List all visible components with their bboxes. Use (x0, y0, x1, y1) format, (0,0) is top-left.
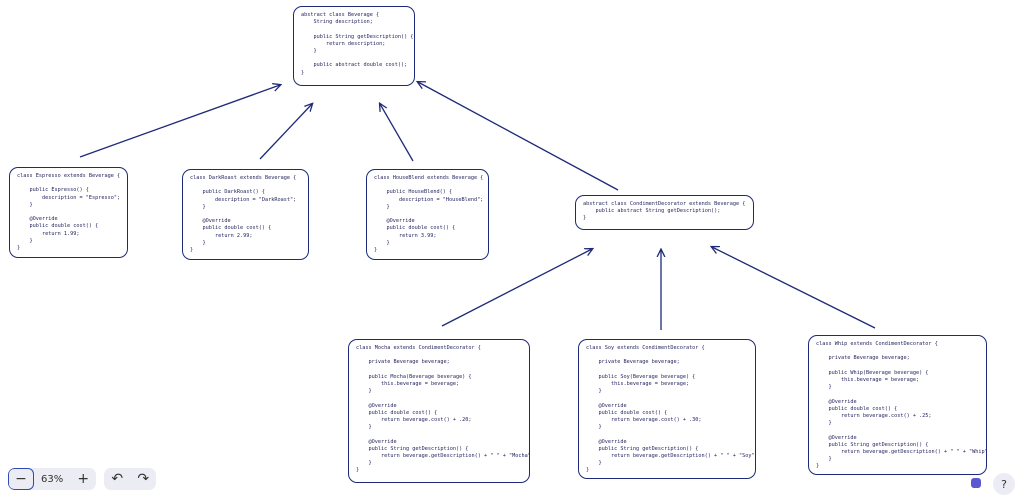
class-box-mocha[interactable]: class Mocha extends CondimentDecorator {… (348, 339, 530, 483)
undo-icon: ↶ (111, 471, 124, 487)
arrow-mocha-to-condiment[interactable] (441, 249, 592, 327)
class-box-espresso[interactable]: class Espresso extends Beverage { public… (9, 167, 128, 258)
class-box-condiment-decorator[interactable]: abstract class CondimentDecorator extend… (575, 195, 754, 230)
class-box-whip[interactable]: class Whip extends CondimentDecorator { … (808, 335, 987, 475)
class-box-houseblend[interactable]: class HouseBlend extends Beverage { publ… (366, 169, 489, 260)
help-icon: ? (1001, 477, 1007, 491)
collaborator-badge[interactable] (971, 478, 981, 488)
class-box-soy[interactable]: class Soy extends CondimentDecorator { p… (578, 339, 756, 479)
arrow-whip-to-condiment[interactable] (712, 247, 876, 329)
inheritance-arrows (79, 0, 876, 330)
redo-button[interactable]: ↷ (130, 468, 156, 490)
class-box-beverage[interactable]: abstract class Beverage { String descrip… (293, 6, 415, 86)
bottom-toolbar: − 63% + ↶ ↷ (8, 468, 157, 490)
arrow-condiment-to-beverage[interactable] (418, 82, 619, 191)
minus-icon: − (15, 471, 27, 487)
plus-icon: + (77, 471, 90, 487)
arrow-darkroast-to-beverage[interactable] (259, 104, 312, 160)
zoom-level[interactable]: 63% (41, 473, 64, 485)
undo-button[interactable]: ↶ (104, 468, 130, 490)
arrow-houseblend-to-beverage[interactable] (380, 104, 414, 162)
redo-icon: ↷ (137, 471, 150, 487)
arrow-espresso-to-beverage[interactable] (79, 85, 280, 158)
class-box-darkroast[interactable]: class DarkRoast extends Beverage { publi… (182, 169, 309, 260)
whiteboard-canvas[interactable]: abstract class Beverage { String descrip… (0, 0, 1024, 484)
zoom-controls: − 63% + (8, 468, 97, 490)
history-controls: ↶ ↷ (104, 468, 157, 490)
zoom-out-button[interactable]: − (8, 468, 34, 490)
help-button[interactable]: ? (993, 473, 1015, 495)
zoom-in-button[interactable]: + (70, 468, 96, 490)
